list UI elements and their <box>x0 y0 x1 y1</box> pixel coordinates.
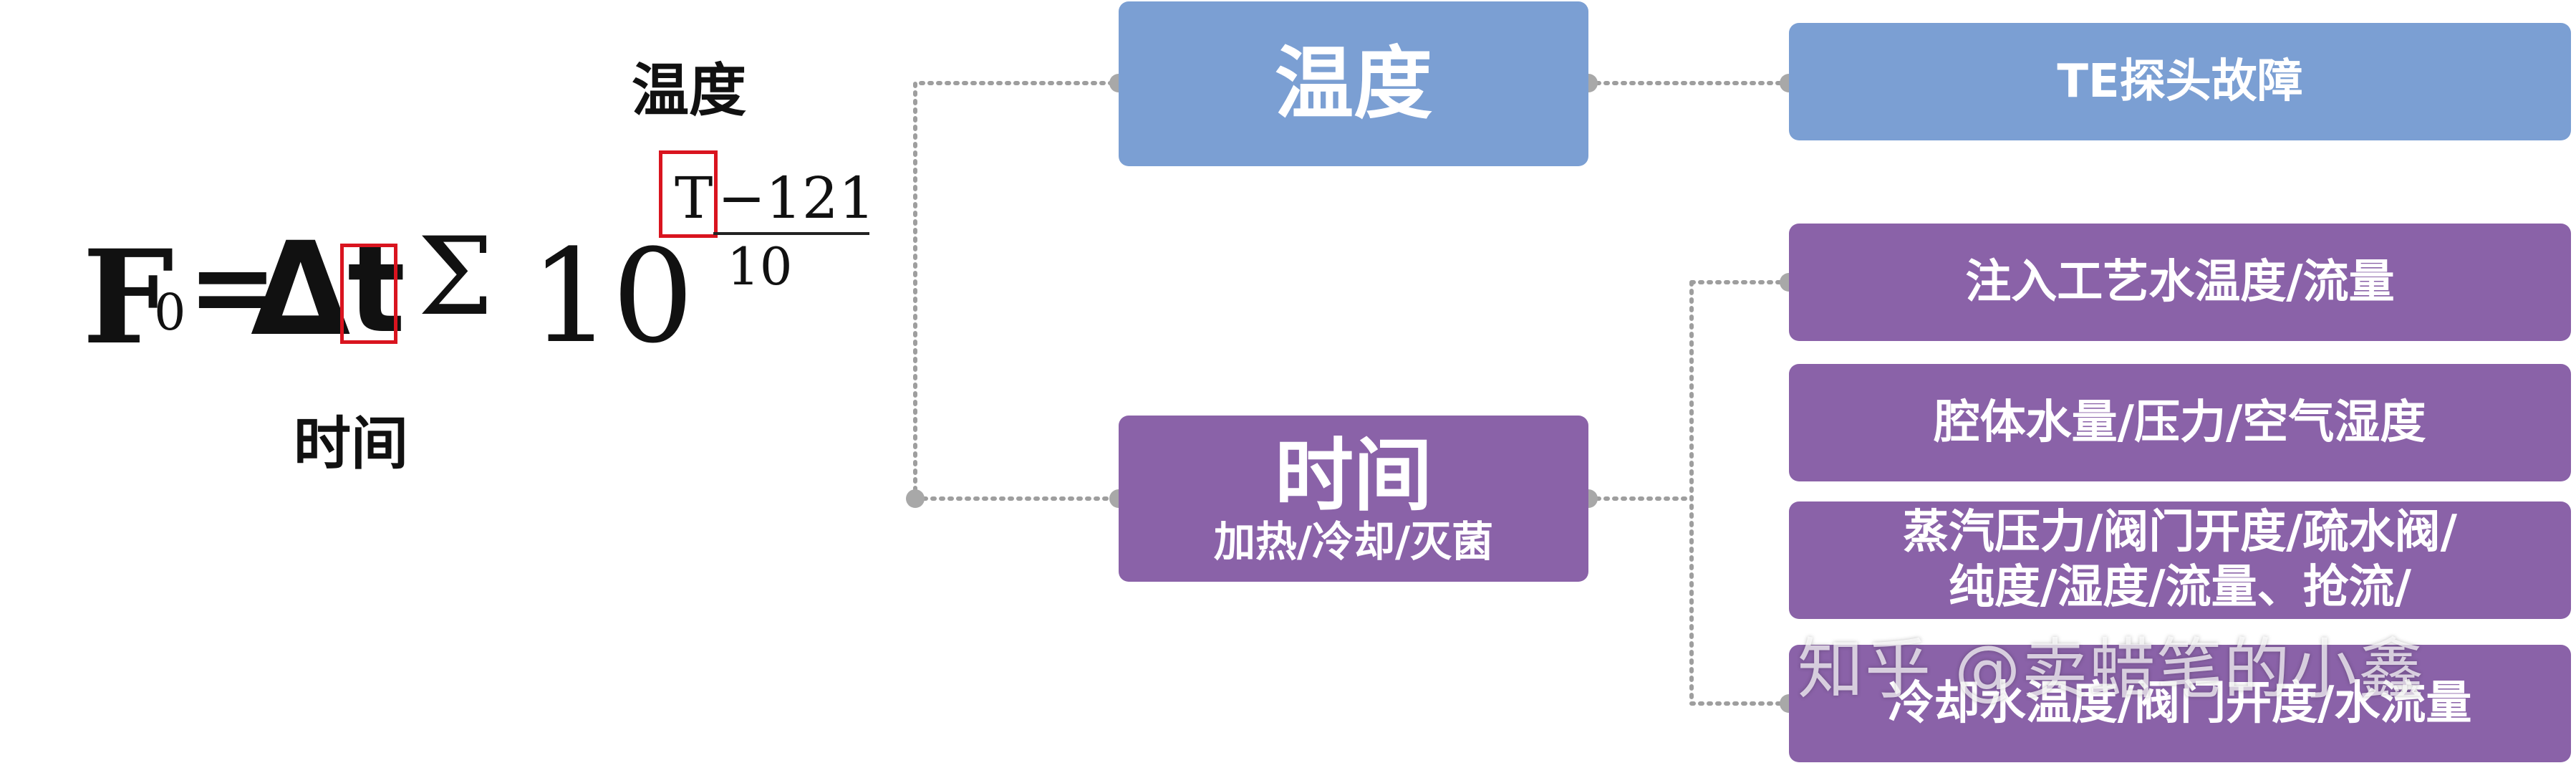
connector-time-factors <box>1586 280 1791 706</box>
factor-2-label: 腔体水量/压力/空气湿度 <box>1934 395 2426 449</box>
connector-formula-temp <box>913 81 1121 501</box>
formula-delta: Δ <box>251 215 351 365</box>
connector-dot <box>906 489 925 508</box>
formula-exponent-denominator: 10 <box>727 236 793 297</box>
factor-3-line-1: 蒸汽压力/阀门开度/疏水阀/ <box>1902 506 2458 560</box>
watermark: 知乎 @卖蜡笔的小鑫 <box>1798 631 2426 708</box>
formula-exponent-numerator: −121 <box>718 165 875 231</box>
factor-box-2: 腔体水量/压力/空气湿度 <box>1789 364 2571 481</box>
formula-subscript: 0 <box>154 283 186 342</box>
temperature-node-label: 温度 <box>1275 37 1432 130</box>
factor-3-line-2: 纯度/湿度/流量、抢流/ <box>1948 561 2412 614</box>
formula-sigma: Σ <box>418 215 494 340</box>
t-highlight-box <box>340 244 397 344</box>
formula-exponent-T: T <box>675 165 713 231</box>
factor-box-4: 冷却水温度/阀门开度/水流量 <box>1789 645 2571 762</box>
temperature-node: 温度 <box>1119 1 1588 166</box>
time-node-subtitle: 加热/冷却/灭菌 <box>1213 517 1494 566</box>
factor-box-3: 蒸汽压力/阀门开度/疏水阀/ 纯度/湿度/流量、抢流/ <box>1789 501 2571 619</box>
time-node: 时间 加热/冷却/灭菌 <box>1119 416 1588 582</box>
formula-equals: = <box>188 224 278 350</box>
formula-fraction-line <box>713 232 869 235</box>
te-probe-fault-box: TE探头故障 <box>1789 23 2571 140</box>
factor-4-label: 冷却水温度/阀门开度/水流量 <box>1888 676 2472 730</box>
formula-F: F <box>82 222 174 373</box>
factor-box-1: 注入工艺水温度/流量 <box>1789 224 2571 341</box>
time-node-label: 时间 <box>1275 429 1432 522</box>
formula-time-label: 时间 <box>294 411 408 477</box>
formula-base: 10 <box>530 222 695 372</box>
formula-temperature-label: 温度 <box>632 57 746 124</box>
te-probe-fault-label: TE探头故障 <box>2057 54 2303 108</box>
factor-1-label: 注入工艺水温度/流量 <box>1965 255 2395 309</box>
T-highlight-box <box>659 150 718 238</box>
